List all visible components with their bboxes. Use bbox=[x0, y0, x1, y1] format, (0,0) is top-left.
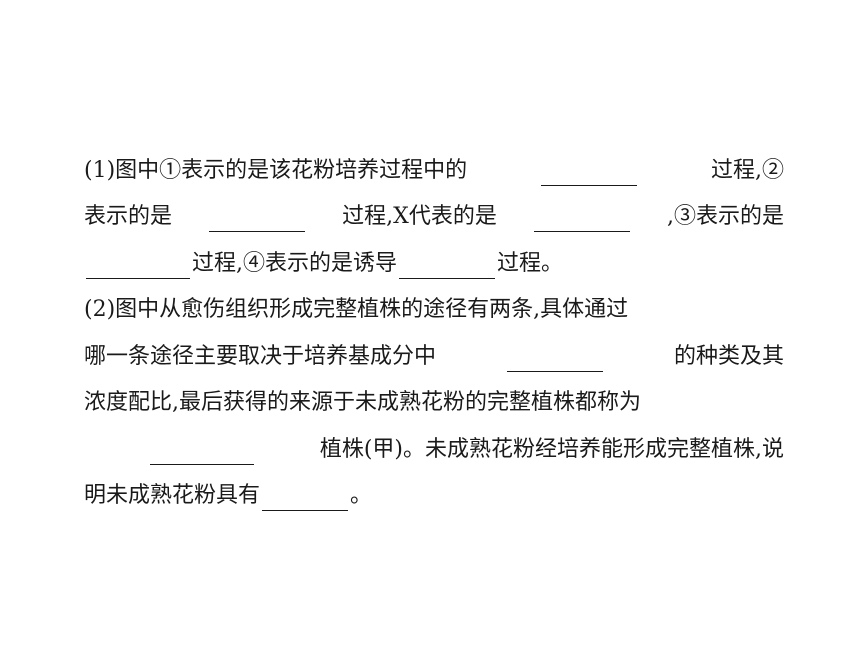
text-line-5: 哪一条途径主要取决于培养基成分中 的种类及其 bbox=[84, 325, 784, 372]
text-segment: 过程。 bbox=[497, 250, 564, 276]
text-line-7: 植株(甲)。未成熟花粉经培养能形成完整植株,说 bbox=[84, 418, 784, 465]
text-segment: (1)图中①表示的是该花粉培养过程中的 bbox=[84, 157, 468, 183]
answer-blank-5[interactable] bbox=[399, 256, 495, 279]
text-segment: 植株(甲)。未成熟花粉经培养能形成完整植株,说 bbox=[319, 436, 784, 462]
text-segment: 哪一条途径主要取决于培养基成分中 bbox=[84, 343, 437, 369]
text-line-6: 浓度配比,最后获得的来源于未成熟花粉的完整植株都称为 bbox=[84, 372, 784, 419]
text-segment: (2)图中从愈伤组织形成完整植株的途径有两条,具体通过 bbox=[84, 297, 629, 322]
text-segment: 明未成熟花粉具有 bbox=[84, 483, 261, 508]
text-line-3: 过程,④表示的是诱导 过程。 bbox=[84, 232, 784, 279]
answer-blank-1[interactable] bbox=[541, 163, 638, 186]
text-line-4: (2)图中从愈伤组织形成完整植株的途径有两条,具体通过 bbox=[84, 279, 784, 326]
answer-blank-8[interactable] bbox=[262, 488, 349, 511]
answer-blank-2[interactable] bbox=[209, 209, 306, 232]
question-text: (1)图中①表示的是该花粉培养过程中的 过程,② 表示的是 过程,X代表的是 ,… bbox=[84, 139, 784, 511]
answer-blank-3[interactable] bbox=[533, 209, 630, 232]
text-line-2: 表示的是 过程,X代表的是 ,③表示的是 bbox=[84, 186, 784, 232]
text-segment: 过程,② bbox=[710, 157, 784, 183]
text-segment: 过程,X代表的是 bbox=[342, 204, 497, 229]
answer-blank-4[interactable] bbox=[86, 256, 190, 279]
text-segment: 表示的是 bbox=[84, 204, 173, 229]
text-segment: ,③表示的是 bbox=[666, 204, 784, 229]
answer-blank-6[interactable] bbox=[507, 349, 603, 372]
text-line-1: (1)图中①表示的是该花粉培养过程中的 过程,② bbox=[84, 139, 784, 186]
text-segment: 。 bbox=[350, 483, 373, 508]
text-segment: 浓度配比,最后获得的来源于未成熟花粉的完整植株都称为 bbox=[84, 390, 641, 415]
text-segment: 过程,④表示的是诱导 bbox=[192, 250, 397, 276]
text-segment: 的种类及其 bbox=[673, 343, 784, 369]
answer-blank-7[interactable] bbox=[149, 442, 254, 465]
text-line-8: 明未成熟花粉具有 。 bbox=[84, 465, 784, 511]
